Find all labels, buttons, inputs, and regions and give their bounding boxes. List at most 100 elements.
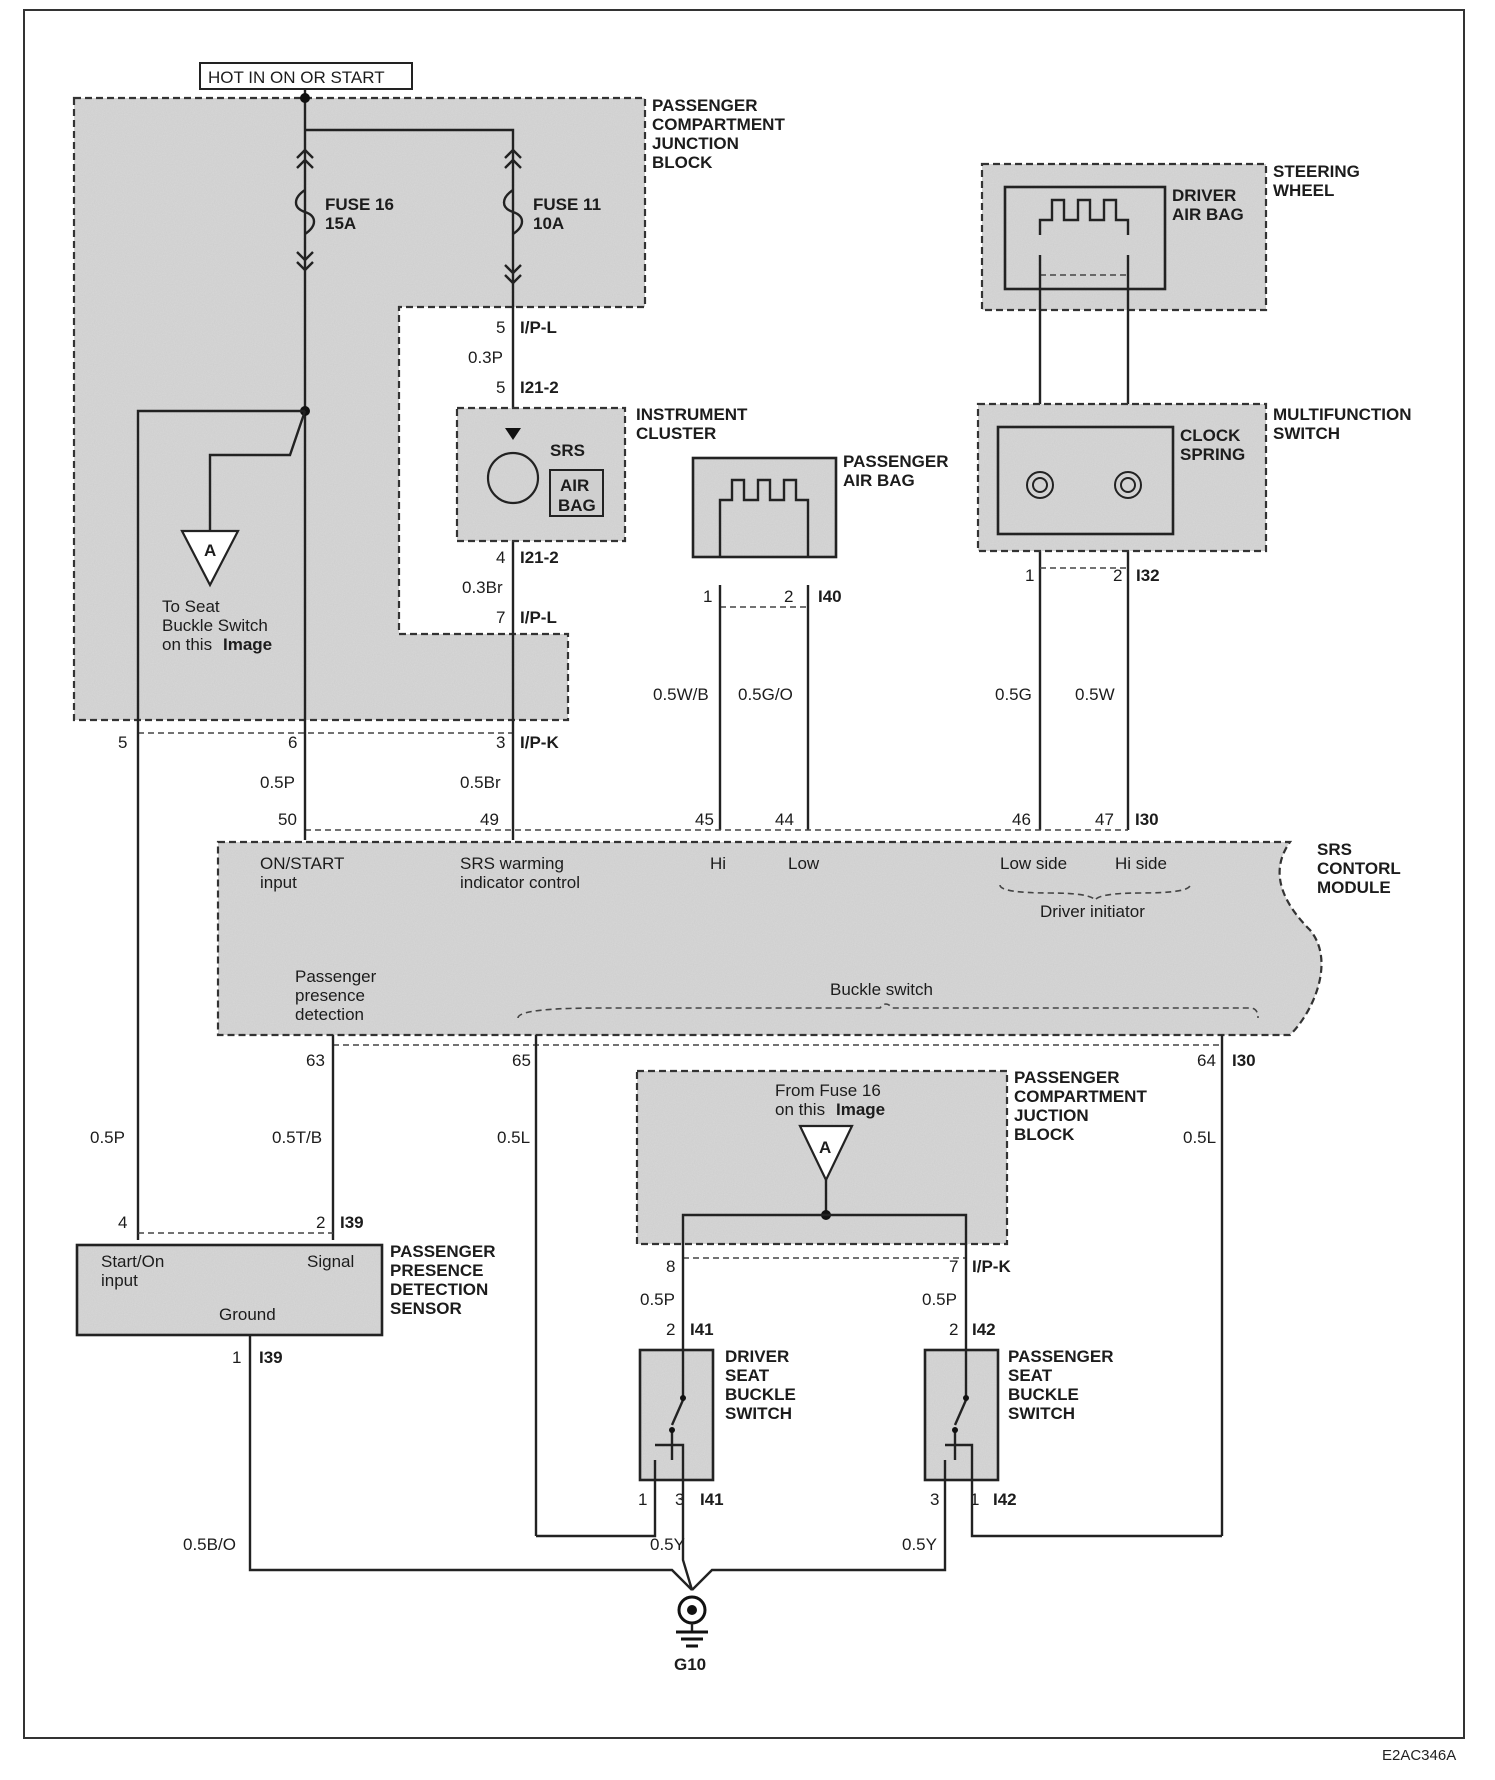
svg-text:47: 47: [1095, 810, 1114, 829]
svg-text:2: 2: [666, 1320, 675, 1339]
svg-text:3: 3: [930, 1490, 939, 1509]
svg-text:I41: I41: [690, 1320, 714, 1339]
svg-text:3: 3: [675, 1490, 684, 1509]
connector-a-label: A: [204, 541, 216, 560]
svg-text:49: 49: [480, 810, 499, 829]
svg-text:PASSENGER AIR BAG: PASSENGER AIR BAG: [843, 452, 953, 490]
svg-text:0.5Y: 0.5Y: [902, 1535, 937, 1554]
svg-text:I21-2: I21-2: [520, 378, 559, 397]
page-frame: [23, 9, 1465, 1739]
svg-text:46: 46: [1012, 810, 1031, 829]
ground-label: G10: [674, 1655, 706, 1674]
svg-text:3: 3: [496, 733, 505, 752]
svg-text:I/P-L: I/P-L: [520, 318, 557, 337]
svg-text:0.5W: 0.5W: [1075, 685, 1115, 704]
svg-text:PASSENGER SEAT BUCKLE: PASSENGER SEAT BUCKLE SWITCH: [1008, 1347, 1118, 1423]
svg-text:I39: I39: [340, 1213, 364, 1232]
svg-text:DRIVER AIR BAG: DRIVER AIR BAG: [1172, 186, 1244, 224]
svg-text:A: A: [819, 1138, 831, 1157]
srs-lamp-icon: [486, 451, 540, 505]
seat-buckle-note: To Seat Buckle Switch on this Image: [162, 597, 273, 654]
fuse-16-label: FUSE 16 15A: [325, 195, 399, 233]
svg-text:5: 5: [496, 318, 505, 337]
svg-text:1: 1: [970, 1490, 979, 1509]
svg-text:I32: I32: [1136, 566, 1160, 585]
svg-text:Signal: Signal: [307, 1252, 354, 1271]
clock-spring-box: [996, 425, 1175, 536]
svg-text:I/P-L: I/P-L: [520, 608, 557, 627]
svg-text:PASSENGER COMPARTMENT: PASSENGER COMPARTMENT JUCTION BLOCK: [1014, 1068, 1152, 1144]
svg-text:2: 2: [316, 1213, 325, 1232]
steering-wheel-box: [980, 162, 1268, 312]
driver-airbag-squib: [1038, 198, 1130, 235]
svg-text:I39: I39: [259, 1348, 283, 1367]
svg-text:0.5Y: 0.5Y: [650, 1535, 685, 1554]
svg-text:0.5L: 0.5L: [497, 1128, 530, 1147]
svg-text:CLOCK SPRING: CLOCK SPRING: [1180, 426, 1245, 464]
svg-text:0.5P: 0.5P: [640, 1290, 675, 1309]
svg-text:Low side: Low side: [1000, 854, 1067, 873]
svg-text:Start/On input: Start/On input: [101, 1252, 169, 1290]
svg-text:ON/START input: ON/START input: [260, 854, 349, 892]
clock-spring-coil-1: [1026, 471, 1054, 499]
svg-text:4: 4: [118, 1213, 127, 1232]
power-label: HOT IN ON OR START: [208, 68, 385, 87]
svg-text:0.5Br: 0.5Br: [460, 773, 501, 792]
svg-text:I30: I30: [1232, 1051, 1256, 1070]
svg-text:0.5G: 0.5G: [995, 685, 1032, 704]
svg-text:I42: I42: [993, 1490, 1017, 1509]
svg-text:SRS warming indicator cont: SRS warming indicator control: [460, 854, 580, 892]
svg-text:From Fuse 16 on this I: From Fuse 16 on this Image: [775, 1081, 886, 1119]
svg-text:7: 7: [496, 608, 505, 627]
svg-text:0.5L: 0.5L: [1183, 1128, 1216, 1147]
svg-text:1: 1: [1025, 566, 1034, 585]
svg-text:0.3P: 0.3P: [468, 348, 503, 367]
junction-dot: [300, 93, 310, 103]
svg-text:I42: I42: [972, 1320, 996, 1339]
connector-a-triangle-lower: [798, 1124, 854, 1183]
fuse-11-symbol: [502, 148, 524, 285]
passenger-airbag-box: [691, 456, 838, 559]
svg-text:2: 2: [949, 1320, 958, 1339]
svg-text:0.5B/O: 0.5B/O: [183, 1535, 236, 1554]
svg-text:AIR BAG: AIR BAG: [558, 476, 596, 515]
svg-text:0.5W/B: 0.5W/B: [653, 685, 709, 704]
svg-text:65: 65: [512, 1051, 531, 1070]
svg-text:Driver initiator: Driver initiator: [1040, 902, 1145, 921]
passenger-presence-sensor: [75, 1243, 384, 1337]
instrument-cluster-title: INSTRUMENT CLUSTER: [636, 405, 752, 443]
svg-text:1: 1: [703, 587, 712, 606]
svg-text:2: 2: [1113, 566, 1122, 585]
svg-text:I40: I40: [818, 587, 842, 606]
svg-text:Ground: Ground: [219, 1305, 276, 1324]
svg-text:I21-2: I21-2: [520, 548, 559, 567]
svg-text:5: 5: [118, 733, 127, 752]
svg-text:45: 45: [695, 810, 714, 829]
srs-led-icon: [505, 428, 521, 440]
passenger-airbag-squib: [718, 478, 810, 520]
svg-text:0.5P: 0.5P: [922, 1290, 957, 1309]
svg-text:1: 1: [638, 1490, 647, 1509]
svg-text:I/P-K: I/P-K: [520, 733, 559, 752]
svg-text:Hi side: Hi side: [1115, 854, 1167, 873]
svg-text:Buckle switch: Buckle switch: [830, 980, 933, 999]
driver-airbag-box: [1003, 185, 1167, 291]
junction-block-title: PASSENGER COMPARTMENT JUNCTION BLOCK: [652, 96, 790, 172]
svg-text:STEERING WHEEL: STEERING WHEEL: [1273, 162, 1365, 200]
fuse-11-label: FUSE 11 10A: [533, 195, 606, 233]
svg-text:DRIVER SEAT BUCKLE: DRIVER SEAT BUCKLE SWITCH: [725, 1347, 801, 1423]
connector-a-triangle: [180, 529, 240, 588]
clock-spring-coil-2: [1114, 471, 1142, 499]
svg-text:0.5P: 0.5P: [90, 1128, 125, 1147]
diagram-code: E2AC346A: [1382, 1747, 1456, 1764]
svg-text:SRS: SRS: [550, 441, 585, 460]
svg-text:SRS CONTORL MODULE: SRS CONTORL MODULE: [1317, 840, 1405, 897]
airbag-indicator: [549, 469, 604, 517]
passenger-buckle-switch: [923, 1348, 1000, 1482]
fuse-16-symbol: [294, 148, 316, 272]
multifunction-switch-box: [976, 402, 1268, 553]
svg-text:50: 50: [278, 810, 297, 829]
svg-text:63: 63: [306, 1051, 325, 1070]
svg-text:64: 64: [1197, 1051, 1216, 1070]
